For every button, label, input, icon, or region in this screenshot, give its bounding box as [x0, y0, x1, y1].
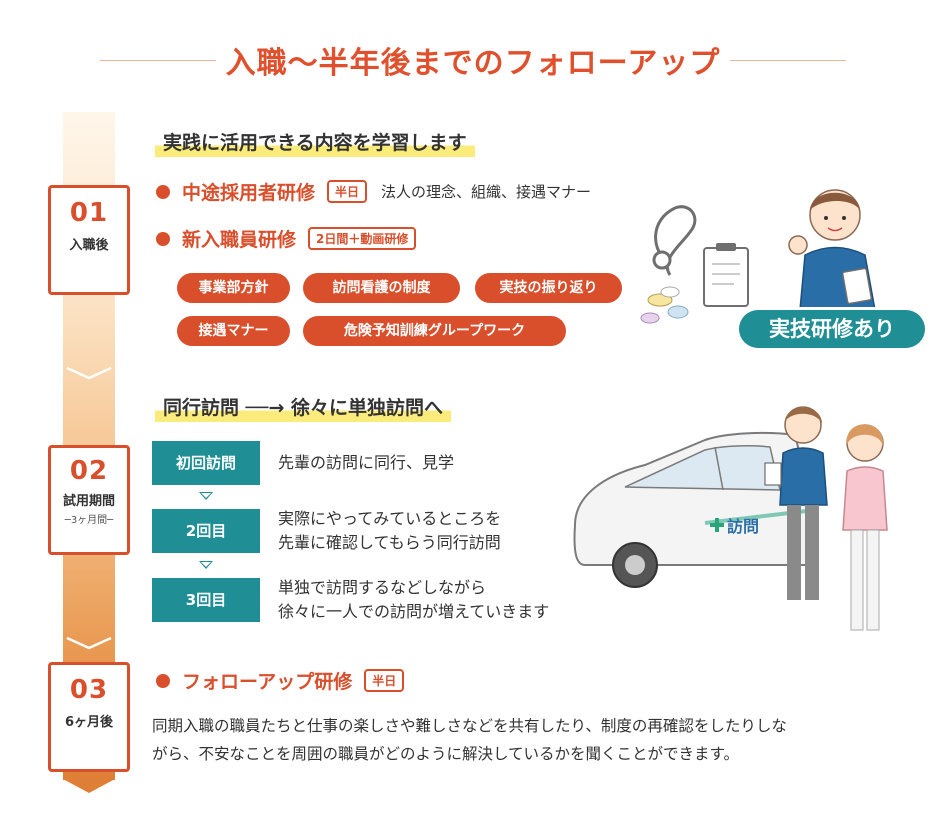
step-01-box: 01 入職後 — [48, 185, 130, 295]
followup-description: 同期入職の職員たちと仕事の楽しさや難しさなどを共有したり、制度の再確認をしたりし… — [152, 712, 912, 768]
step-02-box: 02 試用期間 ─3ヶ月間─ — [48, 445, 130, 555]
stethoscope-icon — [654, 205, 697, 276]
topic-pill: 訪問看護の制度 — [303, 273, 460, 303]
visit-step-first: 初回訪問 — [152, 441, 260, 485]
visit-description: 単独で訪問するなどしながら 徐々に一人での訪問が増えていきます — [278, 576, 549, 624]
section1-heading: 実践に活用できる内容を学習します — [155, 128, 475, 157]
bullet-new-employee-training: 新入職員研修 2日間＋動画研修 — [156, 225, 417, 252]
topic-pill: 実技の振り返り — [475, 273, 622, 303]
down-arrow-icon — [199, 492, 213, 500]
training-illustration — [640, 189, 876, 324]
topic-pill: 接遇マナー — [177, 316, 290, 346]
step-label: 6ヶ月後 — [64, 715, 114, 730]
topic-pill: 危険予知訓練グループワーク — [303, 316, 566, 346]
bullet-description: 法人の理念、組織、接遇マナー — [381, 183, 592, 201]
down-arrow-icon — [199, 561, 213, 569]
car-label: 訪問 — [727, 517, 759, 536]
duration-tag: 半日 — [364, 669, 405, 692]
practical-training-badge: 実技研修あり — [739, 310, 925, 348]
step-number: 02 — [69, 456, 109, 486]
visit-description-line: 徐々に一人での訪問が増えていきます — [278, 602, 550, 621]
visit-description-line: 実際にやってみているところを — [278, 509, 502, 528]
bullet-dot — [156, 231, 170, 246]
visit-step-second: 2回目 — [152, 509, 260, 553]
bullet-dot — [156, 184, 170, 199]
visit-description-line: 先輩に確認してもらう同行訪問 — [278, 533, 501, 552]
stethoscope-head — [652, 250, 672, 270]
step-number: 01 — [69, 198, 109, 228]
title-rule-right — [726, 60, 846, 61]
visit-car-illustration: 訪問 — [573, 406, 888, 631]
timeline-chevron — [66, 366, 112, 380]
visit-description-line: 先輩の訪問に同行、見学 — [278, 453, 455, 472]
bullet-midcareer-training: 中途採用者研修 半日 法人の理念、組織、接遇マナー — [156, 178, 591, 205]
visit-step-third: 3回目 — [152, 578, 260, 622]
nurse-illustration — [788, 189, 876, 311]
duration-tag: 半日 — [327, 180, 368, 203]
section2-heading: 同行訪問 ──→ 徐々に単独訪問へ — [155, 393, 452, 422]
bullet-title: 新入職員研修 — [182, 229, 297, 251]
nurse-illustration — [842, 424, 888, 631]
visit-description-line: 単独で訪問するなどしながら — [278, 578, 487, 597]
title-rule-left — [100, 60, 220, 61]
nurse-illustration — [764, 406, 828, 600]
step-03-box: 03 6ヶ月後 — [48, 662, 130, 772]
step-label: 試用期間 — [62, 494, 115, 509]
bullet-followup-training: フォローアップ研修 半日 — [156, 667, 405, 694]
visit-description: 実際にやってみているところを 先輩に確認してもらう同行訪問 — [278, 507, 501, 555]
description-line: 同期入職の職員たちと仕事の楽しさや難しさなどを共有したり、制度の再確認をしたりし… — [152, 717, 787, 735]
visit-description: 先輩の訪問に同行、見学 — [278, 451, 454, 475]
topic-pill: 事業部方針 — [177, 273, 290, 303]
description-line: がら、不安なことを周囲の職員がどのように解決しているかを聞くことができます。 — [152, 745, 739, 763]
duration-tag: 2日間＋動画研修 — [308, 227, 417, 250]
bullet-title: フォローアップ研修 — [182, 671, 353, 693]
step-sublabel: ─3ヶ月間─ — [64, 515, 114, 526]
timeline-chevron — [66, 636, 112, 650]
step-label: 入職後 — [69, 238, 109, 253]
pills-icon — [640, 286, 689, 324]
bullet-dot — [156, 673, 170, 688]
medical-cross-icon — [710, 518, 724, 532]
step-number: 03 — [69, 675, 109, 705]
clipboard-icon — [703, 243, 749, 307]
bullet-title: 中途採用者研修 — [182, 182, 316, 204]
timeline-arrow-tip — [63, 779, 115, 793]
page-title: 入職〜半年後までのフォローアップ — [0, 38, 946, 82]
